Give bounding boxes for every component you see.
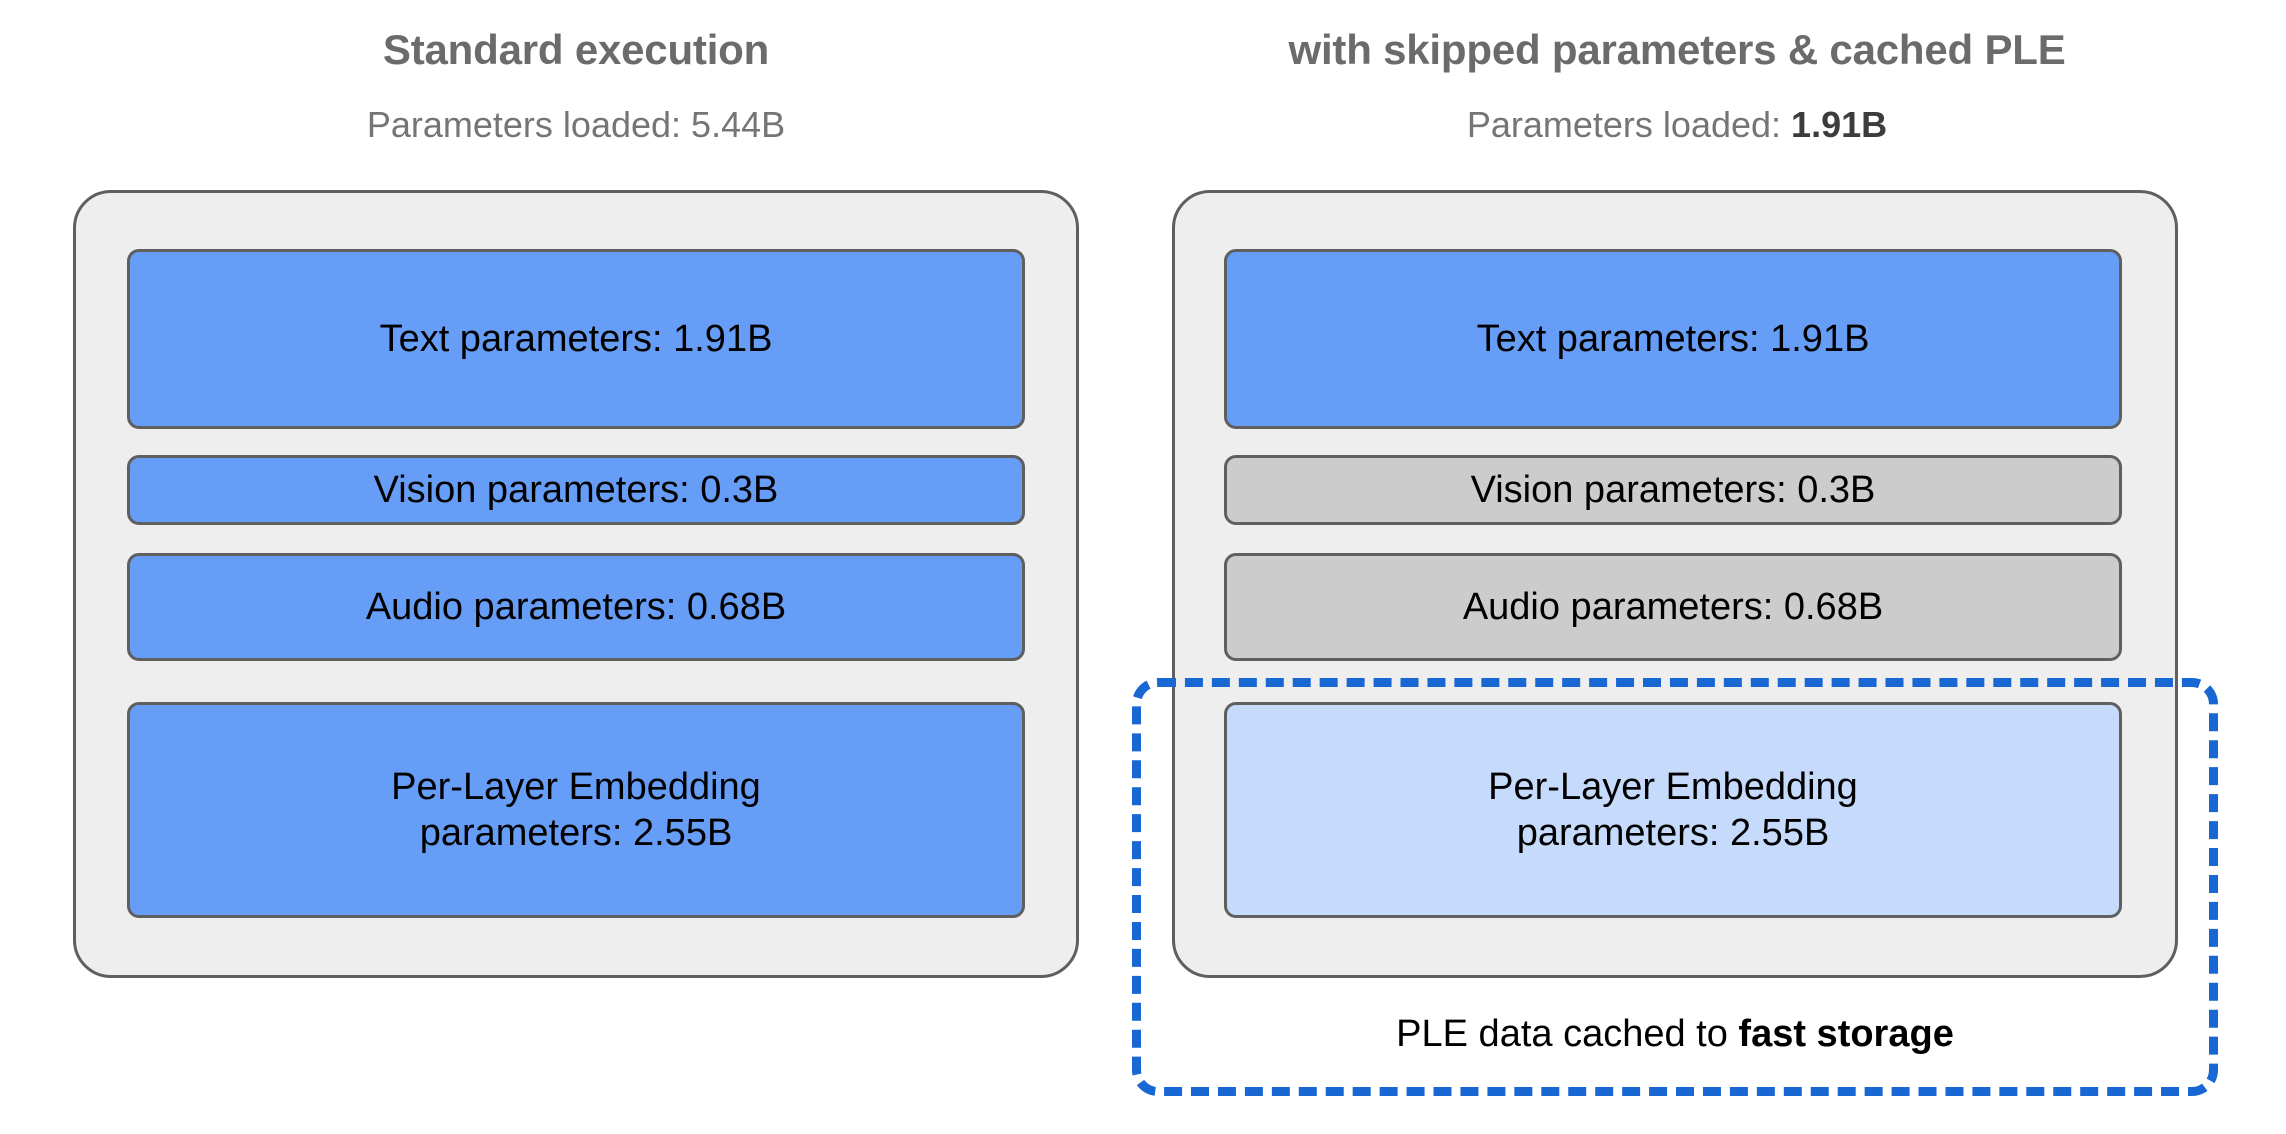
- optimized-ple-label-line1: Per-Layer Embedding: [1488, 765, 1858, 808]
- right-subtitle-prefix: Parameters loaded:: [1466, 104, 1792, 145]
- left-column-title: Standard execution: [382, 26, 770, 73]
- left-subtitle-value: 5.44B: [691, 104, 786, 145]
- left-column-subtitle: Parameters loaded: 5.44B: [73, 104, 1079, 146]
- cache-caption-emphasis: fast storage: [1738, 1013, 1954, 1055]
- optimized-text-parameters-block: Text parameters: 1.91B: [1224, 249, 2122, 429]
- optimized-ple-parameters-block: Per-Layer Embedding parameters: 2.55B: [1224, 702, 2122, 918]
- cached-ple-region: [1132, 678, 2218, 1096]
- optimized-audio-parameters-block: Audio parameters: 0.68B: [1224, 553, 2122, 661]
- standard-ple-label-line2: parameters: 2.55B: [419, 812, 733, 854]
- optimized-ple-label-line2: parameters: 2.55B: [1516, 812, 1830, 854]
- standard-vision-parameters-block: Vision parameters: 0.3B: [127, 455, 1025, 525]
- standard-ple-parameters-block: Per-Layer Embedding parameters: 2.55B: [127, 702, 1025, 918]
- left-subtitle-prefix: Parameters loaded:: [366, 104, 692, 145]
- standard-text-parameters-block: Text parameters: 1.91B: [127, 249, 1025, 429]
- right-subtitle-value: 1.91B: [1791, 104, 1888, 145]
- optimized-vision-parameters-block: Vision parameters: 0.3B: [1224, 455, 2122, 525]
- cache-caption-prefix: PLE data cached to: [1396, 1013, 1739, 1055]
- standard-audio-parameters-block: Audio parameters: 0.68B: [127, 553, 1025, 661]
- standard-ple-label-line1: Per-Layer Embedding: [391, 765, 761, 808]
- right-column-subtitle: Parameters loaded: 1.91B: [1174, 104, 2180, 146]
- right-column-title: with skipped parameters & cached PLE: [1288, 26, 2066, 73]
- cache-caption: PLE data cached to fast storage: [1132, 1013, 2218, 1056]
